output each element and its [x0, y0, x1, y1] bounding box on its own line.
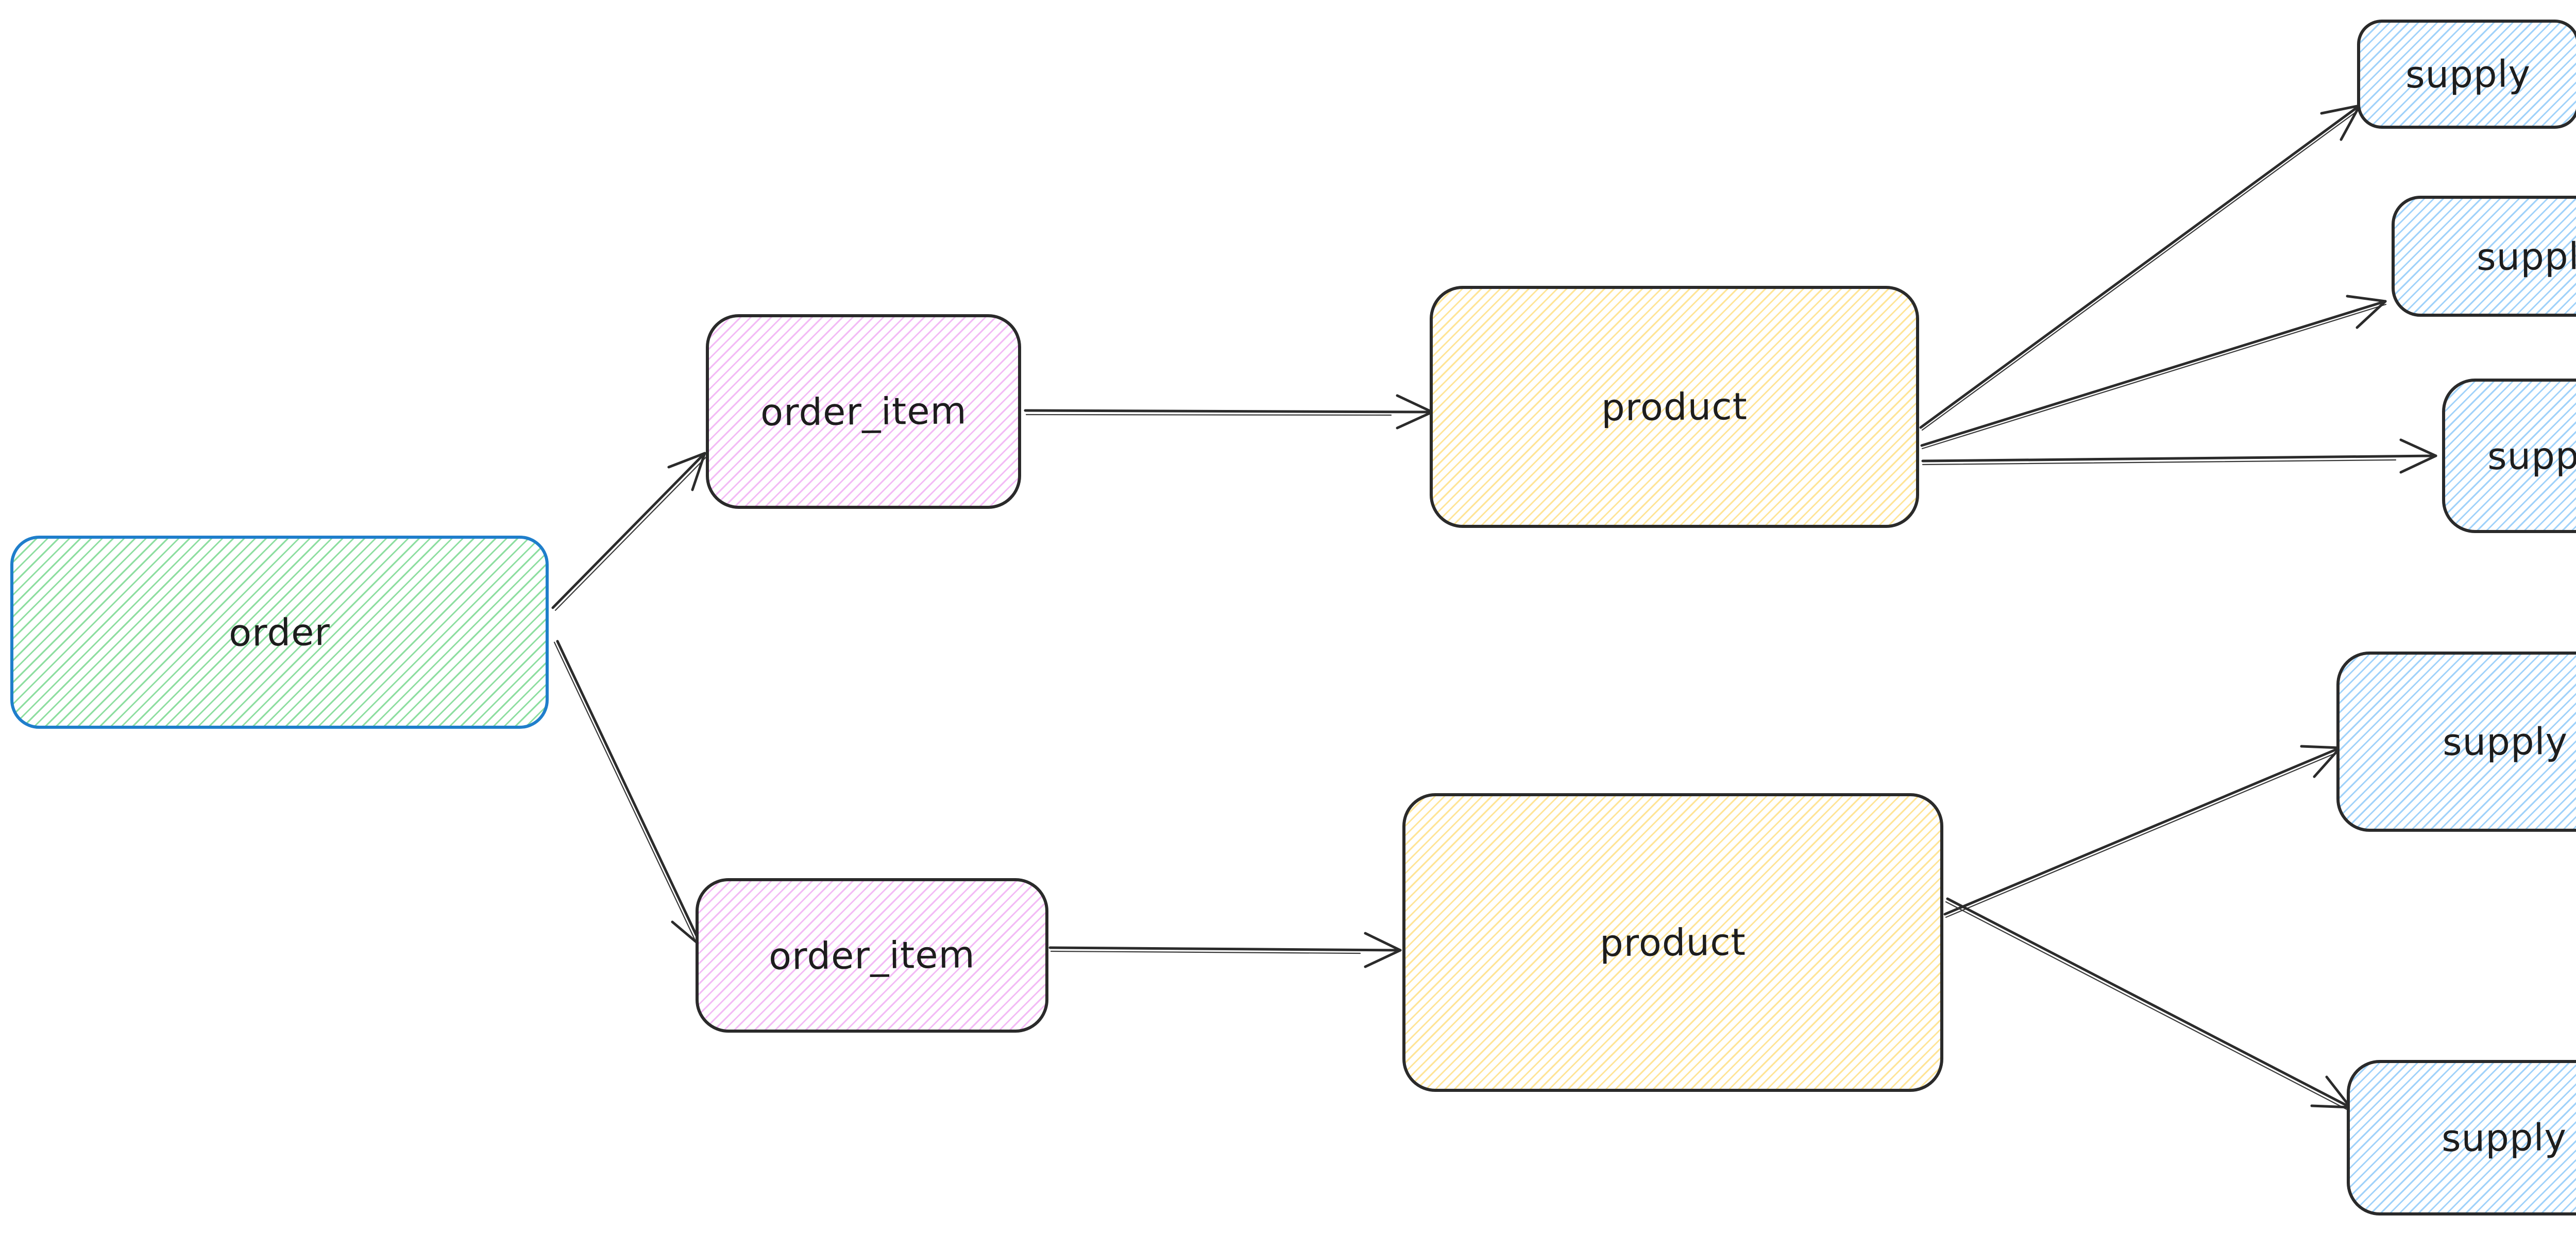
arrowhead-line: [691, 452, 706, 491]
edge-product-1-to-supply-3[interactable]: [1921, 438, 2437, 474]
edge-order-to-order-item-1[interactable]: [551, 452, 708, 611]
edge-line: [1024, 409, 1434, 414]
node-label: product: [1599, 920, 1747, 965]
node-product-2[interactable]: product: [1402, 793, 1943, 1092]
arrowhead-line: [2399, 454, 2437, 474]
node-supply-3[interactable]: supply: [2442, 379, 2576, 533]
arrowhead-line: [667, 452, 706, 469]
edge-product-1-to-supply-2[interactable]: [1920, 295, 2387, 450]
node-supply-5[interactable]: supply: [2347, 1060, 2576, 1215]
edge-line: [1946, 897, 2352, 1109]
arrowhead-line: [1364, 932, 1402, 952]
edge-line-ghost: [553, 641, 700, 949]
node-label: supply: [2487, 433, 2576, 478]
node-supply-4[interactable]: supply: [2336, 652, 2576, 832]
arrowhead-line: [1364, 949, 1402, 968]
arrowhead-line: [2310, 1104, 2352, 1109]
edge-line: [1921, 454, 2437, 463]
edge-product-1-to-supply-1[interactable]: [1919, 104, 2362, 431]
edge-line: [1943, 746, 2342, 916]
node-label: supply: [2442, 1115, 2567, 1160]
edge-line-ghost: [1921, 107, 2362, 431]
edge-line-ghost: [554, 455, 708, 611]
edge-line-ghost: [1921, 303, 2387, 450]
node-label: order_item: [768, 933, 976, 978]
node-label: supply: [2442, 719, 2568, 764]
node-label: supply: [2476, 234, 2576, 279]
arrowhead-line: [2325, 1075, 2352, 1109]
edge-line-ghost: [1050, 950, 1361, 954]
node-label: order_item: [760, 389, 967, 434]
arrowhead-line: [2340, 104, 2361, 141]
arrowhead-line: [2300, 745, 2342, 749]
arrowhead-line: [2355, 300, 2387, 329]
edge-product-2-to-supply-4[interactable]: [1943, 745, 2342, 918]
arrowhead-line: [2320, 104, 2361, 115]
edge-order-to-order-item-2[interactable]: [553, 640, 703, 949]
edge-line-ghost: [1945, 750, 2342, 918]
node-supply-1[interactable]: supply: [2357, 20, 2576, 129]
arrowhead-line: [1396, 394, 1434, 414]
arrowhead-line: [1396, 410, 1434, 430]
edge-line: [1048, 946, 1402, 952]
edge-line-ghost: [1922, 459, 2397, 466]
edge-line: [1919, 104, 2361, 429]
node-order[interactable]: order: [10, 536, 549, 729]
edge-line-ghost: [1945, 901, 2350, 1111]
node-label: product: [1601, 384, 1748, 430]
edge-line: [551, 452, 706, 609]
edge-order-item-1-to-product-1[interactable]: [1024, 394, 1434, 430]
edge-order-item-2-to-product-2[interactable]: [1048, 932, 1402, 968]
edge-line: [556, 640, 703, 948]
node-order-item-2[interactable]: order_item: [696, 878, 1048, 1033]
node-product-1[interactable]: product: [1430, 286, 1919, 528]
arrowhead-line: [2346, 295, 2387, 303]
edge-line: [1920, 300, 2387, 447]
node-label: order: [228, 610, 331, 655]
node-supply-2[interactable]: supply: [2392, 196, 2576, 317]
node-order-item-1[interactable]: order_item: [706, 314, 1021, 509]
arrowhead-line: [2313, 746, 2342, 778]
edge-product-2-to-supply-5[interactable]: [1945, 897, 2352, 1111]
arrowhead-line: [2399, 438, 2437, 457]
node-label: supply: [2405, 52, 2531, 97]
